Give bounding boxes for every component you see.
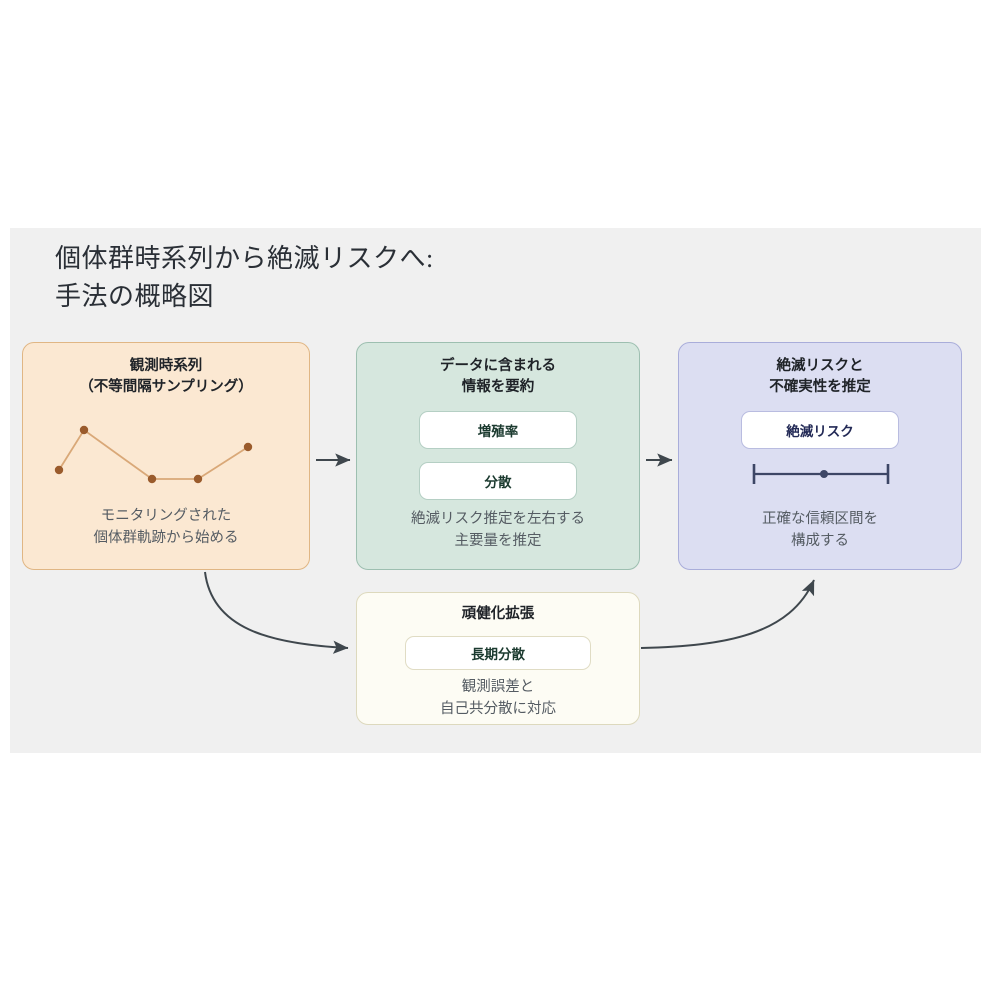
node-caption-line-2: 自己共分散に対応 — [440, 701, 556, 717]
node-caption: モニタリングされた 個体群軌跡から始める — [23, 505, 309, 549]
node-caption: 正確な信頼区間を 構成する — [679, 508, 961, 552]
sparkline-point — [243, 442, 253, 452]
node-caption-line-1: 観測誤差と — [461, 679, 535, 695]
node-caption: 絶滅リスク推定を左右する 主要量を推定 — [357, 508, 639, 552]
node-caption-line-2: 構成する — [791, 533, 849, 549]
node-heading: 絶滅リスクと 不確実性を推定 — [769, 356, 871, 398]
node-heading: 観測時系列 （不等間隔サンプリング） — [79, 356, 253, 398]
node-heading-line-1: 観測時系列 — [129, 358, 203, 374]
node-robust-extension[interactable]: 頑健化拡張 長期分散 観測誤差と 自己共分散に対応 — [356, 592, 640, 725]
figure-title-line-1: 個体群時系列から絶滅リスクへ: — [55, 244, 434, 273]
chip-extinction-risk[interactable]: 絶滅リスク — [741, 411, 899, 449]
node-caption: 観測誤差と 自己共分散に対応 — [440, 676, 556, 720]
node-heading-line-2: 情報を要約 — [461, 379, 535, 395]
sparkline-point — [54, 465, 64, 475]
chip-growth-rate[interactable]: 増殖率 — [419, 411, 577, 449]
node-heading-line-2: 不確実性を推定 — [769, 379, 871, 395]
node-heading: データに含まれる 情報を要約 — [440, 356, 556, 398]
node-heading-line-2: （不等間隔サンプリング） — [79, 379, 253, 395]
node-observed-timeseries[interactable]: 観測時系列 （不等間隔サンプリング） モニタリングされた 個体群軌跡から始める — [22, 342, 310, 570]
node-heading-line-1: データに含まれる — [440, 358, 556, 374]
figure-title-line-2: 手法の概略図 — [55, 282, 215, 311]
sparkline-point — [79, 425, 89, 435]
node-caption-line-1: 絶滅リスク推定を左右する — [411, 511, 585, 527]
timeseries-sparkline — [54, 425, 253, 484]
node-caption-line-1: モニタリングされた — [100, 508, 232, 524]
node-caption-line-1: 正確な信頼区間を — [762, 511, 878, 527]
sparkline-point — [193, 474, 203, 484]
chip-long-run-variance[interactable]: 長期分散 — [405, 636, 591, 670]
node-caption-line-2: 主要量を推定 — [454, 533, 542, 549]
sparkline-path — [58, 428, 249, 480]
node-caption-line-2: 個体群軌跡から始める — [93, 530, 239, 546]
node-heading-line-1: 絶滅リスクと — [776, 358, 864, 374]
chip-variance[interactable]: 分散 — [419, 462, 577, 500]
confidence-interval-icon — [752, 464, 890, 484]
node-summarize-information[interactable]: データに含まれる 情報を要約 増殖率 分散 絶滅リスク推定を左右する 主要量を推… — [356, 342, 640, 570]
node-heading: 頑健化拡張 — [461, 606, 535, 622]
figure-title: 個体群時系列から絶滅リスクへ: 手法の概略図 — [55, 240, 755, 316]
sparkline-point — [147, 474, 157, 484]
node-estimate-extinction-risk[interactable]: 絶滅リスクと 不確実性を推定 絶滅リスク 正確な信頼区間を 構成する — [678, 342, 962, 570]
